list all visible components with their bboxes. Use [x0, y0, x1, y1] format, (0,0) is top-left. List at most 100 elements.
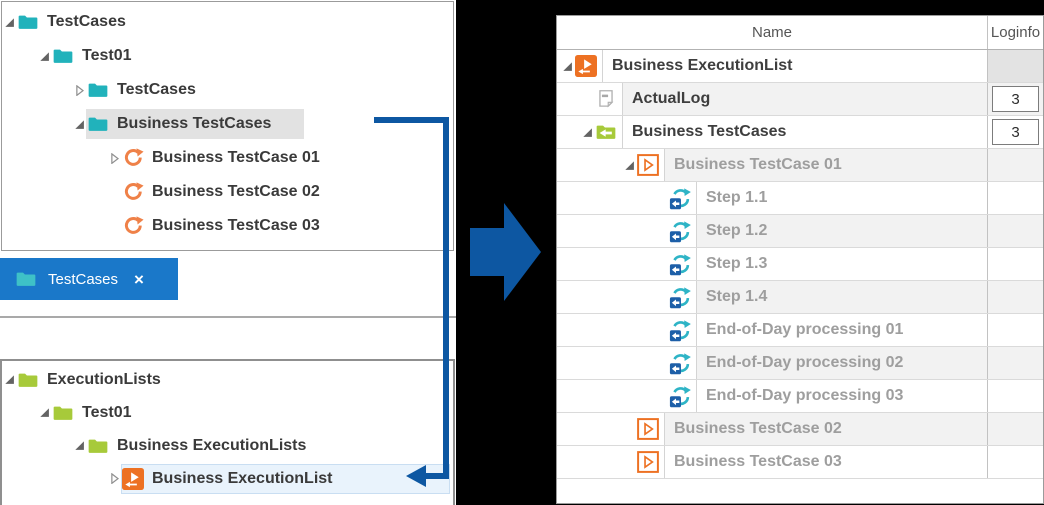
name-cell[interactable]: Business ExecutionList	[602, 50, 987, 82]
name-cell-label: End-of-Day processing 03	[706, 387, 904, 404]
name-cell[interactable]: ActualLog	[622, 83, 987, 115]
table-row[interactable]: Business TestCase 01	[557, 149, 1043, 182]
tree-item: Business TestCase 02	[121, 177, 321, 207]
row-indent	[557, 116, 579, 148]
tab-testcases[interactable]: TestCases ×	[0, 258, 178, 300]
table-row[interactable]: Step 1.2	[557, 215, 1043, 248]
expander-expanded-icon[interactable]	[72, 119, 86, 130]
tree-item: TestCases	[86, 75, 197, 105]
table-row[interactable]: Business TestCase 02	[557, 413, 1043, 446]
table-row[interactable]: Business TestCase 03	[557, 446, 1043, 479]
tree-item-label: Business TestCase 03	[152, 217, 320, 234]
expander-slot	[653, 215, 669, 247]
folder-teal-icon	[87, 113, 111, 135]
tree-row[interactable]: Business TestCases	[2, 107, 453, 141]
loginfo-cell	[987, 50, 1043, 82]
name-cell-label: End-of-Day processing 01	[706, 321, 904, 338]
expander-expanded-icon[interactable]	[559, 50, 575, 82]
name-cell[interactable]: End-of-Day processing 01	[696, 314, 987, 346]
step-blue-icon	[669, 281, 696, 313]
panel-divider	[0, 316, 456, 318]
table-header: Name Loginfo	[557, 16, 1043, 50]
name-cell[interactable]: Business TestCase 02	[664, 413, 987, 445]
table-row[interactable]: End-of-Day processing 01	[557, 314, 1043, 347]
tree-row[interactable]: Test01	[2, 396, 453, 429]
tree-item: Business TestCase 01	[121, 143, 321, 173]
name-cell[interactable]: Business TestCase 01	[664, 149, 987, 181]
table-row[interactable]: Step 1.4	[557, 281, 1043, 314]
table-row[interactable]: Step 1.1	[557, 182, 1043, 215]
close-icon[interactable]: ×	[134, 269, 144, 289]
name-cell[interactable]: End-of-Day processing 03	[696, 380, 987, 412]
loginfo-cell[interactable]: 3	[987, 116, 1043, 148]
expander-expanded-icon[interactable]	[2, 17, 16, 28]
refresh-orange-icon	[122, 147, 146, 169]
folder-teal-icon	[87, 79, 111, 101]
expander-slot	[653, 182, 669, 214]
tree-row[interactable]: Business ExecutionLists	[2, 429, 453, 462]
expander-expanded-icon[interactable]	[37, 407, 51, 418]
tree-row[interactable]: Business ExecutionList	[2, 462, 453, 495]
folder-green-icon	[87, 435, 111, 457]
name-cell-label: Business TestCase 01	[674, 156, 842, 173]
expander-expanded-icon[interactable]	[37, 51, 51, 62]
tree-row[interactable]: ExecutionLists	[2, 363, 453, 396]
tree-row[interactable]: Business TestCase 03	[2, 209, 453, 243]
folder-green-icon	[52, 402, 76, 424]
refresh-orange-icon	[122, 181, 146, 203]
tree-item-label: Business TestCases	[117, 115, 272, 132]
expander-expanded-icon[interactable]	[621, 149, 637, 181]
expander-slot	[579, 83, 595, 115]
tree-item-label: Test01	[82, 47, 132, 64]
table-row[interactable]: Business ExecutionList	[557, 50, 1043, 83]
tree-row[interactable]: Test01	[2, 39, 453, 73]
name-cell[interactable]: Step 1.1	[696, 182, 987, 214]
table-row[interactable]: Step 1.3	[557, 248, 1043, 281]
step-blue-icon	[669, 314, 696, 346]
name-cell-label: Step 1.2	[706, 222, 768, 239]
name-cell[interactable]: Step 1.3	[696, 248, 987, 280]
document-icon	[595, 83, 622, 115]
name-cell-label: ActualLog	[632, 90, 711, 107]
step-blue-icon	[669, 248, 696, 280]
folder-icon	[15, 268, 39, 290]
row-indent	[557, 248, 653, 280]
tree-row[interactable]: Business TestCase 02	[2, 175, 453, 209]
column-header-loginfo[interactable]: Loginfo	[987, 16, 1043, 49]
table-row[interactable]: End-of-Day processing 02	[557, 347, 1043, 380]
name-cell[interactable]: Step 1.4	[696, 281, 987, 313]
tree-item-label: Business ExecutionList	[152, 469, 333, 487]
name-cell[interactable]: Business TestCase 03	[664, 446, 987, 478]
loginfo-value-box[interactable]: 3	[992, 86, 1039, 112]
row-indent	[557, 149, 621, 181]
step-blue-icon	[669, 215, 696, 247]
expander-expanded-icon[interactable]	[2, 374, 16, 385]
tree-row[interactable]: TestCases	[2, 73, 453, 107]
expander-expanded-icon[interactable]	[72, 440, 86, 451]
expander-collapsed-icon[interactable]	[107, 152, 121, 164]
row-indent	[557, 380, 653, 412]
expander-collapsed-icon[interactable]	[107, 473, 121, 484]
loginfo-cell	[987, 347, 1043, 379]
expander-slot	[653, 248, 669, 280]
name-cell[interactable]: Business TestCases	[622, 116, 987, 148]
name-cell[interactable]: End-of-Day processing 02	[696, 347, 987, 379]
expander-collapsed-icon[interactable]	[72, 84, 86, 96]
table-row[interactable]: ActualLog 3	[557, 83, 1043, 116]
table-row[interactable]: End-of-Day processing 03	[557, 380, 1043, 413]
tree-item: Test01	[51, 398, 133, 428]
name-cell-label: Step 1.3	[706, 255, 768, 272]
expander-slot	[621, 413, 637, 445]
loginfo-cell	[987, 380, 1043, 412]
tree-item-label: Business ExecutionLists	[117, 436, 307, 454]
tab-label: TestCases	[48, 270, 119, 288]
loginfo-cell[interactable]: 3	[987, 83, 1043, 115]
expander-expanded-icon[interactable]	[579, 116, 595, 148]
loginfo-value-box[interactable]: 3	[992, 119, 1039, 145]
column-header-name[interactable]: Name	[751, 24, 792, 41]
name-cell[interactable]: Step 1.2	[696, 215, 987, 247]
tree-row[interactable]: Business TestCase 01	[2, 141, 453, 175]
tree-row[interactable]: TestCases	[2, 5, 453, 39]
